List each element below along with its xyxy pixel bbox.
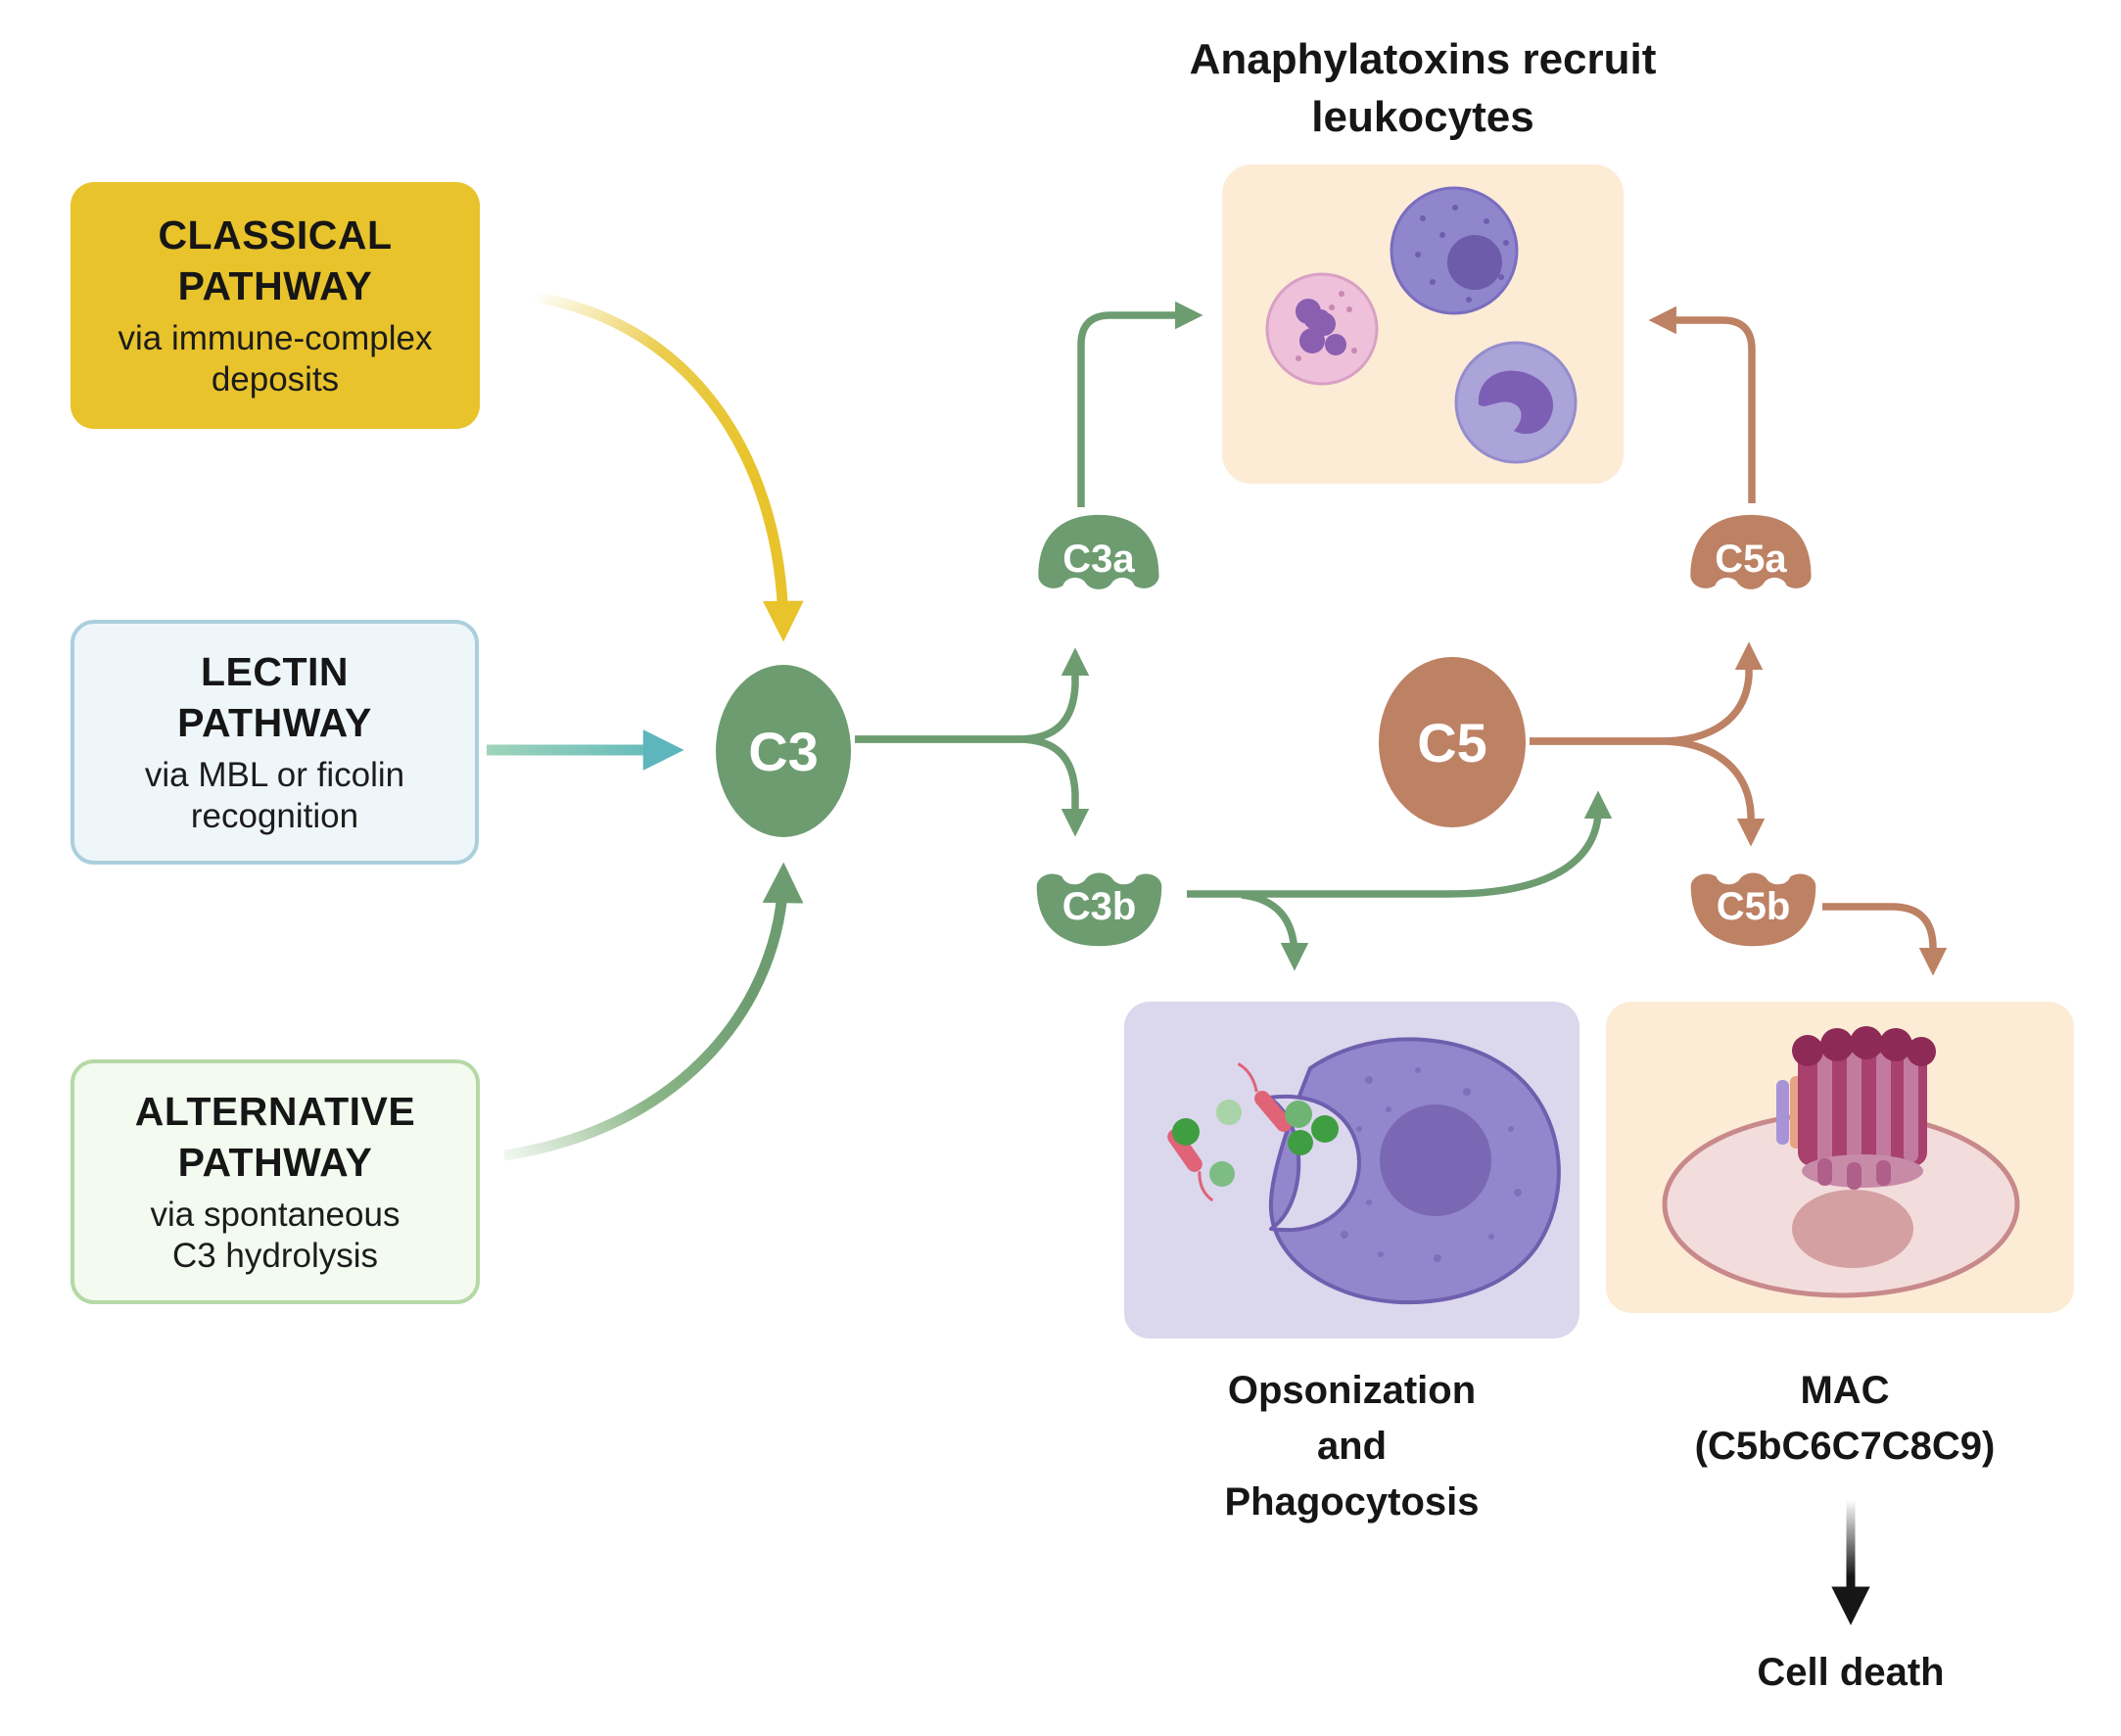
coccus-icon — [1285, 1101, 1312, 1128]
c5a-fragment: C5a — [1682, 509, 1819, 625]
opsonization-illustration — [1167, 1037, 1561, 1305]
c5b-fragment: C5b — [1682, 838, 1824, 952]
anaphylatoxins-title: Anaphylatoxins recruit leukocytes — [1189, 35, 1657, 141]
c5-label: C5 — [1417, 711, 1487, 774]
mac-pore-icon — [1776, 1026, 1936, 1190]
classical-to-c3-arrow — [533, 291, 804, 642]
target-cell-icon — [1662, 1110, 2020, 1298]
leukocytes-box — [1222, 164, 1624, 484]
c3b-to-c5-cleavage-arrow — [1187, 790, 1613, 898]
classical-pathway-title: CLASSICAL PATHWAY — [158, 211, 393, 309]
alternative-pathway-title: ALTERNATIVE PATHWAY — [134, 1088, 416, 1186]
alternative-pathway-subtitle: via spontaneous C3 hydrolysis — [150, 1195, 401, 1276]
c3b-fragment: C3b — [1028, 838, 1170, 952]
mac-box — [1606, 1002, 2074, 1313]
mac-label: MAC (C5bC6C7C8C9) — [1694, 1369, 1996, 1468]
alternative-to-c3-arrow — [503, 862, 804, 1161]
c3a-to-leukocytes-arrow — [1077, 301, 1203, 507]
opsonization-label: Opsonization and Phagocytosis — [1224, 1369, 1480, 1524]
coccus-faded-icon — [1216, 1100, 1242, 1125]
leukocyte-cell-pink — [1265, 272, 1379, 386]
c3b-to-opsonization-arrow — [1241, 891, 1309, 971]
c5a-fragment-shape — [1690, 514, 1812, 589]
leukocytes-illustration — [1265, 186, 1578, 464]
c3-node: C3 — [716, 665, 851, 837]
cell-death-label: Cell death — [1757, 1651, 1945, 1694]
lectin-pathway-subtitle: via MBL or ficolin recognition — [144, 755, 405, 836]
bacterium-rod-icon — [1237, 1062, 1292, 1133]
alternative-pathway-box: ALTERNATIVE PATHWAY via spontaneous C3 h… — [71, 1059, 480, 1304]
c5-to-c5a-arrow — [1530, 641, 1764, 745]
c5a-to-leukocytes-arrow — [1648, 305, 1756, 503]
bacteria-icons — [1167, 1062, 1339, 1202]
leukocyte-cell-purple — [1390, 186, 1519, 315]
lectin-pathway-box: LECTIN PATHWAY via MBL or ficolin recogn… — [71, 620, 479, 865]
coccus-icon — [1288, 1130, 1313, 1155]
opsonization-box — [1124, 1002, 1579, 1338]
c3b-fragment-shape — [1036, 872, 1162, 947]
mac-illustration — [1662, 1026, 2020, 1298]
coccus-faded-icon — [1209, 1161, 1235, 1187]
classical-pathway-box: CLASSICAL PATHWAY via immune-complex dep… — [71, 182, 480, 429]
classical-pathway-subtitle: via immune-complex deposits — [118, 318, 433, 399]
c3-to-c3b-arrow — [855, 735, 1090, 837]
c3a-fragment-shape — [1038, 514, 1159, 589]
c5b-fragment-shape — [1690, 872, 1816, 947]
leukocyte-cell-lilac — [1454, 341, 1578, 464]
c3a-fragment: C3a — [1030, 509, 1167, 625]
c3-label: C3 — [748, 720, 819, 782]
c5-to-c5b-arrow — [1530, 737, 1766, 847]
c5b-to-mac-arrow — [1822, 903, 1948, 976]
c3-to-c3a-arrow — [855, 647, 1090, 743]
coccus-icon — [1172, 1118, 1200, 1146]
c5-node: C5 — [1379, 657, 1526, 827]
lectin-pathway-title: LECTIN PATHWAY — [177, 648, 372, 746]
macrophage-icon — [1267, 1037, 1561, 1305]
coccus-icon — [1311, 1115, 1339, 1143]
